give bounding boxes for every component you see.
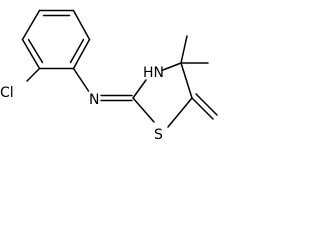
chlorine-label: Cl — [0, 85, 14, 101]
ring-bond — [72, 38, 91, 70]
chemical-structure: Cl N HN S — [0, 0, 238, 156]
amine-nitrogen-label: HN — [143, 65, 164, 81]
ring-bond — [21, 9, 41, 41]
ring-bond — [167, 97, 193, 128]
canvas-background — [0, 0, 238, 156]
ring-bond — [72, 9, 91, 41]
ring-bond — [162, 62, 182, 71]
methylene-double-bond — [191, 97, 214, 120]
thiazolidine-ring: HN S — [132, 62, 193, 143]
imine-nitrogen-label: N — [89, 92, 99, 108]
methylene-double-bond — [195, 93, 218, 116]
c-n-bond — [72, 67, 90, 92]
ring-double-bond — [27, 38, 44, 64]
ring-bond — [132, 97, 155, 123]
sulfur-label: S — [154, 127, 163, 143]
benzene-ring — [21, 9, 91, 70]
methyl-bond — [180, 35, 188, 64]
c-cl-bond — [26, 67, 41, 82]
ring-bond — [21, 38, 41, 70]
ring-bond — [180, 62, 193, 99]
ring-bond — [132, 79, 147, 99]
ring-double-bond — [69, 38, 85, 64]
